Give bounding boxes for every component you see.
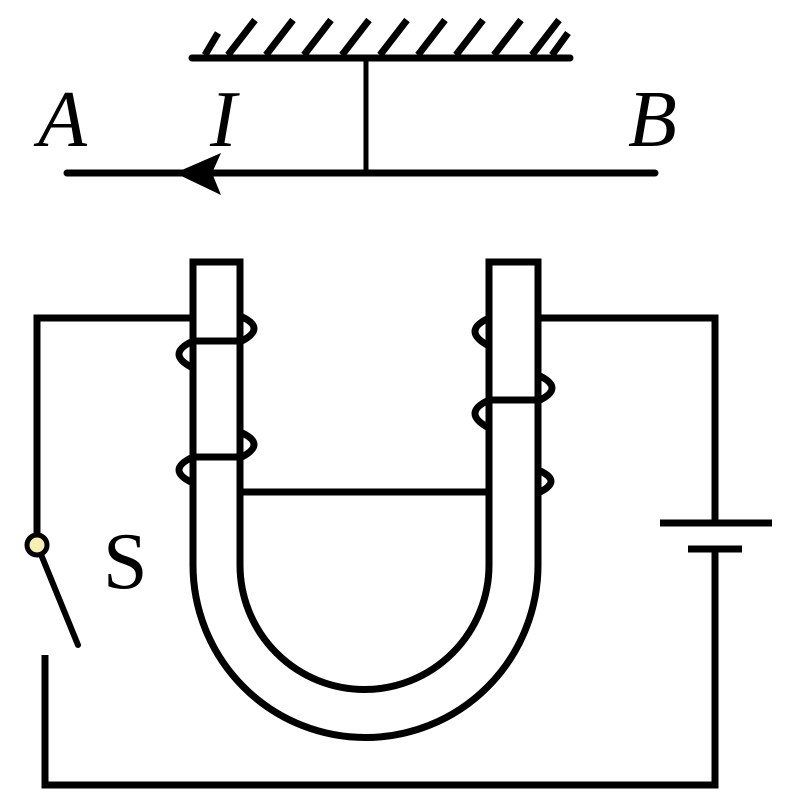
circuit-wires	[33, 314, 719, 789]
label-b: B	[628, 76, 677, 164]
switch-lever[interactable]	[37, 549, 81, 648]
battery	[660, 519, 772, 553]
left-coil	[175, 312, 258, 487]
switch-s[interactable]	[24, 532, 81, 648]
label-current: I	[209, 76, 240, 164]
right-coil	[471, 314, 556, 497]
label-switch: S	[103, 518, 148, 606]
ceiling-support	[188, 17, 574, 62]
u-shaped-iron-core	[189, 258, 542, 741]
switch-pivot	[24, 532, 50, 558]
current-arrow-icon	[175, 153, 221, 195]
label-a: A	[33, 76, 88, 164]
